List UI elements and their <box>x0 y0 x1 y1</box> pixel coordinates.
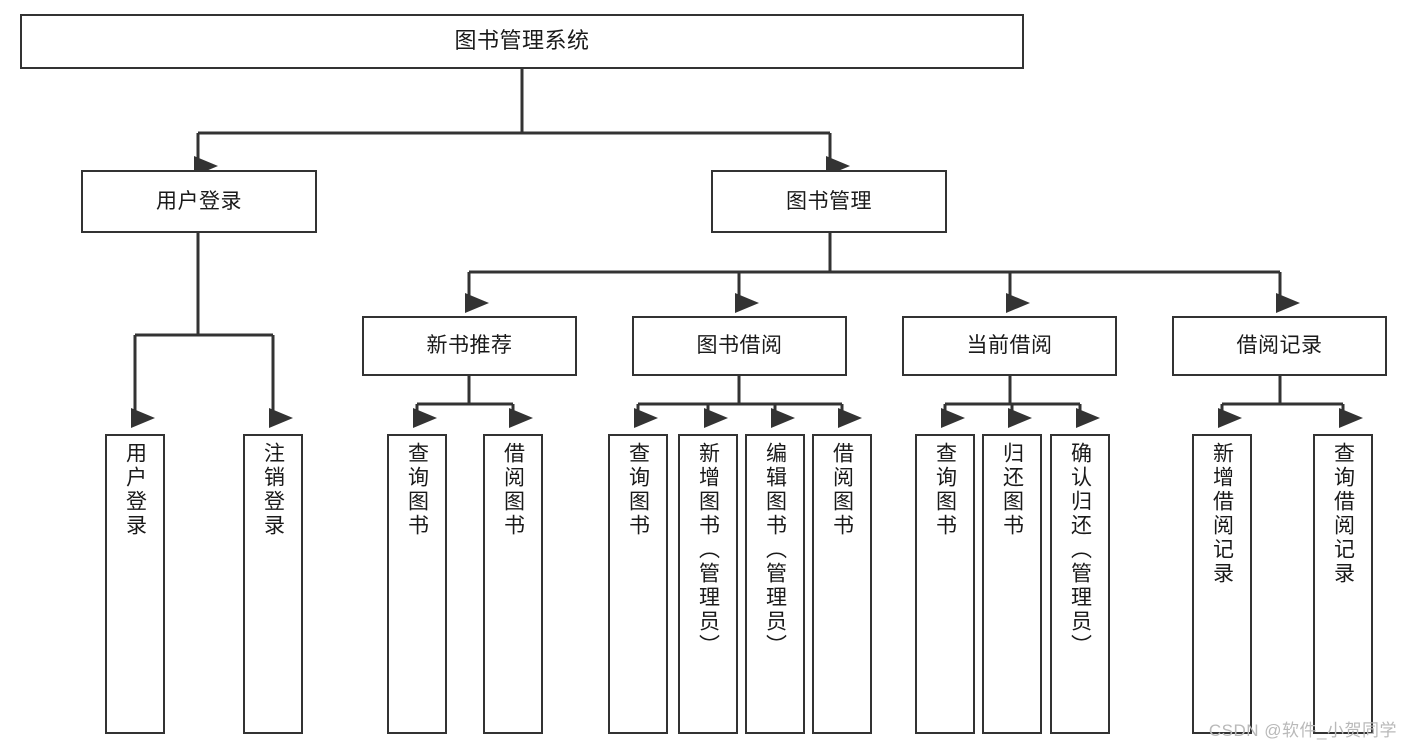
leaf-add-book-admin[interactable]: 新增图书（管理员） <box>678 434 738 734</box>
node-label: 用户登录 <box>156 189 242 213</box>
node-label: 注销登录 <box>261 442 285 538</box>
leaf-query-book-borrowing[interactable]: 查询图书 <box>608 434 668 734</box>
node-label: 新增图书（管理员） <box>696 442 720 658</box>
node-label: 借阅图书 <box>830 442 854 538</box>
node-label: 查询借阅记录 <box>1331 442 1355 586</box>
leaf-confirm-return-admin[interactable]: 确认归还（管理员） <box>1050 434 1110 734</box>
leaf-user-login[interactable]: 用户登录 <box>105 434 165 734</box>
node-label: 借阅记录 <box>1236 334 1323 358</box>
node-label: 查询图书 <box>405 442 429 538</box>
node-new-book-recommendation[interactable]: 新书推荐 <box>362 316 577 376</box>
node-label: 当前借阅 <box>966 334 1053 358</box>
leaf-add-borrow-record[interactable]: 新增借阅记录 <box>1192 434 1252 734</box>
node-current-borrowing[interactable]: 当前借阅 <box>902 316 1117 376</box>
leaf-logout[interactable]: 注销登录 <box>243 434 303 734</box>
leaf-query-borrow-record[interactable]: 查询借阅记录 <box>1313 434 1373 734</box>
node-borrowing-record[interactable]: 借阅记录 <box>1172 316 1387 376</box>
leaf-return-book[interactable]: 归还图书 <box>982 434 1042 734</box>
leaf-query-book-current[interactable]: 查询图书 <box>915 434 975 734</box>
node-label: 新书推荐 <box>426 334 513 358</box>
node-label: 查询图书 <box>933 442 957 538</box>
node-root-book-management-system[interactable]: 图书管理系统 <box>20 14 1024 69</box>
node-book-management[interactable]: 图书管理 <box>711 170 947 233</box>
node-label: 图书借阅 <box>696 334 783 358</box>
node-label: 图书管理 <box>786 189 872 213</box>
node-label: 查询图书 <box>626 442 650 538</box>
node-user-login[interactable]: 用户登录 <box>81 170 317 233</box>
node-label: 图书管理系统 <box>454 28 590 54</box>
node-label: 用户登录 <box>123 442 147 538</box>
node-label: 归还图书 <box>1000 442 1024 538</box>
node-label: 新增借阅记录 <box>1210 442 1234 586</box>
node-label: 编辑图书（管理员） <box>763 442 787 658</box>
node-label: 确认归还（管理员） <box>1068 442 1092 658</box>
watermark: CSDN @软件_小贺同学 <box>1208 721 1397 740</box>
node-book-borrowing[interactable]: 图书借阅 <box>632 316 847 376</box>
leaf-query-book-recommendation[interactable]: 查询图书 <box>387 434 447 734</box>
leaf-borrow-book-recommendation[interactable]: 借阅图书 <box>483 434 543 734</box>
node-label: 借阅图书 <box>501 442 525 538</box>
leaf-edit-book-admin[interactable]: 编辑图书（管理员） <box>745 434 805 734</box>
leaf-borrow-book-borrowing[interactable]: 借阅图书 <box>812 434 872 734</box>
